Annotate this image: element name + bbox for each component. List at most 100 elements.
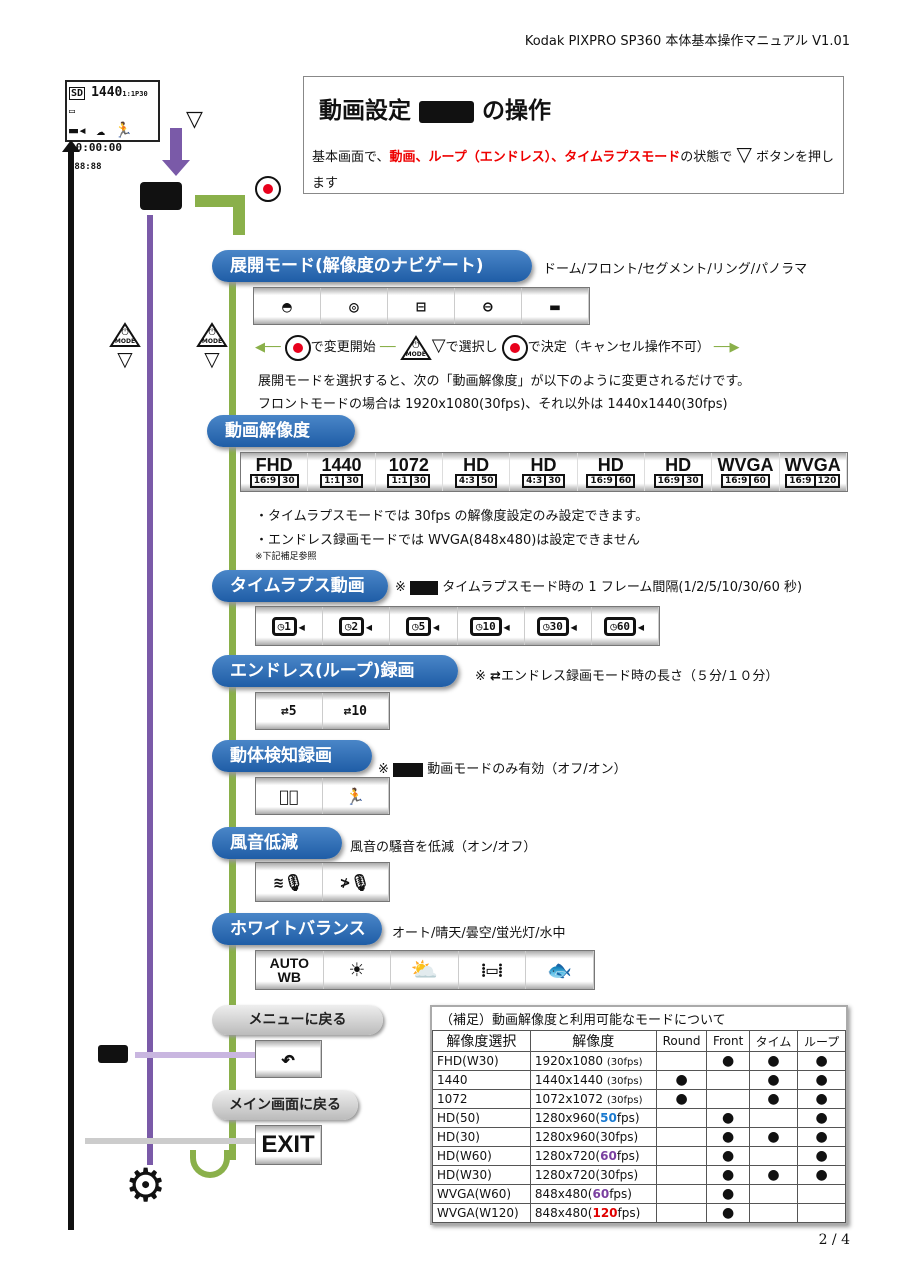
resolution-value: 848x480( [534, 1187, 593, 1201]
timelapse-note: ※ タイムラプスモード時の 1 フレーム間隔(1/2/5/10/30/60 秒) [395, 576, 802, 595]
table-header: ループ [797, 1030, 846, 1052]
mode-availability-cell [797, 1184, 846, 1204]
resolution-select-cell: 1440 [432, 1070, 531, 1090]
unfold-note-2: フロントモードの場合は 1920x1080(30fps)、それ以外は 1440x… [258, 397, 728, 412]
resolution-value: 1920x1080 [534, 1054, 607, 1068]
power-icon: ⏻ [121, 328, 129, 338]
fps-unit: fps) [617, 1206, 641, 1220]
back-arrow-icon: ↶ [256, 1041, 321, 1077]
timelapse-interval-icon: ◷2◂ [323, 607, 391, 645]
mode-availability-cell: ● [748, 1165, 799, 1185]
mode-availability-cell [748, 1203, 799, 1223]
fps-unit: fps) [616, 1149, 640, 1163]
mode-button[interactable]: ⏻ MODE [109, 322, 141, 348]
resolution-ref: ※下記補足参照 [255, 552, 317, 562]
fps-highlight: 50 [600, 1111, 617, 1125]
interval-value: 10 [482, 619, 496, 633]
mode-button[interactable]: ⏻ MODE [196, 322, 228, 348]
resolution-fps: 50 [476, 476, 496, 486]
sd-card-icon: SD [69, 87, 86, 100]
resolution-name: HD [463, 455, 490, 475]
resolution-value: 1280x720(30fps) [534, 1168, 639, 1182]
mode-availability-cell: ● [655, 1070, 708, 1090]
resolution-select-cell: FHD(W30) [432, 1051, 531, 1071]
mode-availability-cell: ● [797, 1127, 846, 1147]
mode-availability-cell: ● [706, 1165, 750, 1185]
menu-button-icon[interactable]: ▽ [186, 107, 203, 132]
arrow-head-icon [162, 160, 190, 176]
back-button[interactable]: ↶ [255, 1040, 322, 1078]
step-text: で変更開始 [310, 340, 376, 355]
resolution-select-cell: HD(W60) [432, 1146, 531, 1166]
exit-label: EXIT [256, 1126, 321, 1164]
mode-availability-cell: ● [797, 1051, 846, 1071]
resolution-name: FHD [255, 455, 293, 475]
record-button-icon[interactable] [255, 176, 281, 202]
desc-highlight: 動画、ループ（エンドレス）、タイムラプスモード [389, 150, 681, 165]
desc-text: 基本画面で、 [312, 150, 390, 165]
menu-button-icon[interactable]: ▽ [117, 347, 133, 371]
menu-button-icon: ▽ [431, 335, 446, 356]
resolution-select-cell: HD(50) [432, 1108, 531, 1128]
motion-off-icon: 🏃⃠ [256, 778, 323, 814]
timelapse-interval-icon: ◷30◂ [525, 607, 592, 645]
mode-availability-cell: ● [748, 1127, 799, 1147]
loop-length-value: 5 [288, 703, 297, 719]
desc-text: ボタンを押します [312, 150, 834, 191]
settings-gear-icon: ⚙ [125, 1158, 167, 1212]
mode-availability-cell: ● [748, 1070, 799, 1090]
resolution-ratio: 16:9 [590, 476, 613, 486]
timelapse-icon [410, 580, 439, 595]
resolution-cell: 1920x1080 (30fps) [529, 1051, 657, 1071]
table-row: WVGA(W120)848x480(120fps)● [432, 1203, 846, 1223]
mode-availability-cell: ● [706, 1108, 750, 1128]
resolution-ratio: 16:9 [725, 476, 748, 486]
table-header: 解像度 [529, 1030, 657, 1052]
ring-icon: ⊖ [455, 288, 522, 324]
table-caption: （補足）動画解像度と利用可能なモードについて [440, 1013, 726, 1028]
timelapse-interval-icon: ◷1◂ [256, 607, 324, 645]
lcd-ratio: 1:1 [122, 90, 136, 98]
resolution-select-cell: WVGA(W60) [432, 1184, 531, 1204]
table-header: タイム [748, 1030, 799, 1052]
loop-icon-strip: ⇄5⇄10 [255, 692, 390, 730]
mode-availability-cell [748, 1108, 799, 1128]
wind-cut-on-icon: ≋🎙 [256, 863, 323, 901]
timelapse-interval-icon: ◷5◂ [390, 607, 458, 645]
unfold-options: ドーム/フロント/セグメント/リング/パノラマ [543, 262, 808, 277]
resolution-name: HD [530, 455, 557, 475]
mode-availability-cell [655, 1146, 708, 1166]
resolution-cell: 1280x960(30fps) [529, 1127, 657, 1147]
lcd-time: 00:00:00 [69, 141, 122, 154]
mode-availability-cell: ● [706, 1051, 750, 1071]
resolution-select-cell: 1072 [432, 1089, 531, 1109]
resolution-ratio: 1:1 [391, 476, 408, 486]
arrow-green-down [233, 195, 245, 235]
lcd-remaining: H88:88 [69, 162, 102, 172]
interval-value: 30 [549, 619, 563, 633]
loop-length-value: 10 [351, 703, 367, 719]
document-header: Kodak PIXPRO SP360 本体基本操作マニュアル V1.01 [524, 34, 850, 49]
step-text: で選択し [445, 340, 498, 355]
mode-availability-cell: ● [797, 1108, 846, 1128]
section-resolution: 動画解像度 [207, 415, 355, 447]
section-loop: エンドレス(ループ)録画 [212, 655, 458, 687]
note-mark: ※ [395, 580, 406, 595]
exit-button[interactable]: EXIT [255, 1125, 322, 1165]
up-arrow-icon [62, 140, 80, 152]
timelapse-interval-icon: ◷10◂ [458, 607, 525, 645]
menu-button-icon[interactable]: ▽ [204, 347, 220, 371]
page-title: 動画設定 の操作 [319, 91, 551, 125]
mode-availability-cell [655, 1127, 708, 1147]
resolution-cell: 1072x1072 (30fps) [529, 1089, 657, 1109]
resolution-name: HD [597, 455, 624, 475]
